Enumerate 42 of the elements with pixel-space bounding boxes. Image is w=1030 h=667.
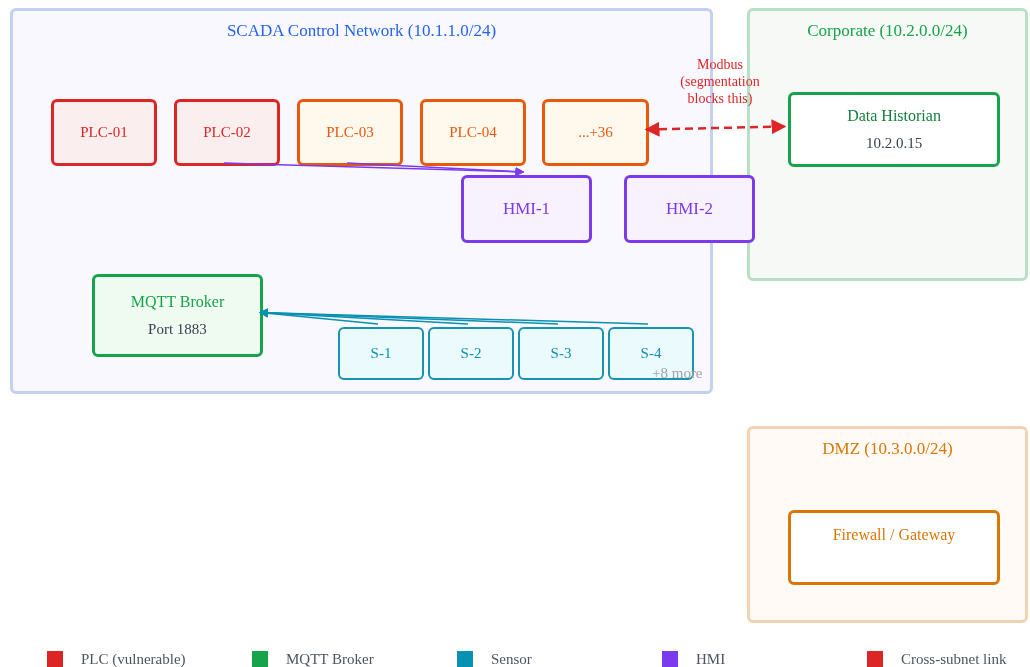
node-label: S-1 <box>370 344 392 363</box>
node-detail: 10.2.0.15 <box>865 134 923 153</box>
node-detail: Port 1883 <box>148 320 207 339</box>
hmi-box <box>624 175 755 243</box>
broker-box <box>92 274 263 357</box>
node-label: Data Historian <box>847 106 941 127</box>
legend-label: Cross-subnet link <box>901 650 1007 667</box>
node-label: ...+36 <box>578 123 613 142</box>
zone-title: Corporate (10.2.0.0/24) <box>807 20 968 42</box>
node-label: Firewall / Gateway <box>832 525 956 545</box>
plc-box <box>174 99 280 166</box>
node-label: PLC-02 <box>203 123 251 142</box>
arrow <box>346 162 525 177</box>
node-label: S-4 <box>640 344 662 363</box>
edge-label: Modbus (segmentation blocks this) <box>679 56 761 107</box>
historian-box <box>788 92 1000 167</box>
gateway-box <box>788 510 1000 585</box>
hmi-box <box>461 175 592 243</box>
node-label: MQTT Broker <box>130 292 225 313</box>
plc-box <box>420 99 526 166</box>
plc-box <box>542 99 649 166</box>
node-label: HMI-2 <box>665 198 714 220</box>
sensor-box <box>518 327 604 380</box>
legend-label: MQTT Broker <box>286 650 374 667</box>
zone-title: SCADA Control Network (10.1.1.0/24) <box>226 20 497 42</box>
node-label: S-2 <box>460 344 482 363</box>
node-label: HMI-1 <box>502 198 551 220</box>
plc-box <box>297 99 403 166</box>
legend-label: PLC (vulnerable) <box>81 650 186 667</box>
zone-title: DMZ (10.3.0.0/24) <box>822 438 953 460</box>
node-label: PLC-04 <box>449 123 497 142</box>
sensor-box <box>428 327 514 380</box>
sensor-box <box>338 327 424 380</box>
legend-label: Sensor <box>491 650 532 667</box>
arrow <box>259 308 649 325</box>
node-label: PLC-03 <box>326 123 374 142</box>
plc-box <box>51 99 157 166</box>
node-label: S-3 <box>550 344 572 363</box>
legend-label: HMI <box>696 650 726 667</box>
network-zone <box>747 426 1028 623</box>
arrow <box>644 119 787 137</box>
node-label: PLC-01 <box>80 123 128 142</box>
